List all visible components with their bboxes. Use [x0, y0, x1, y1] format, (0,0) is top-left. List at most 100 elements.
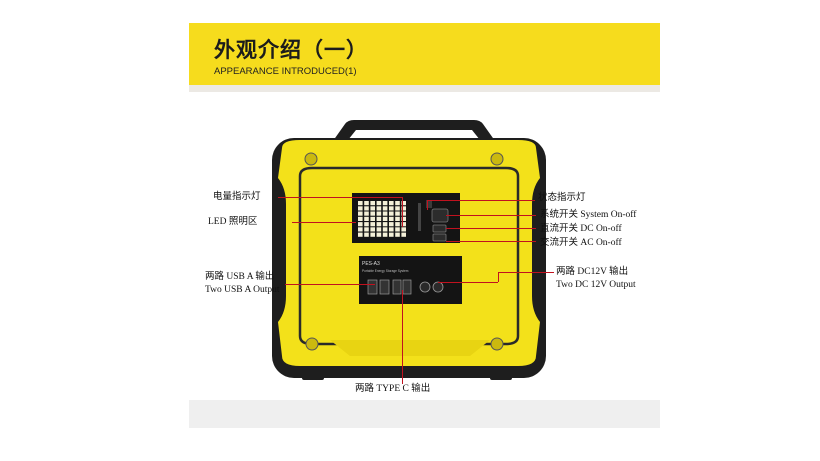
- led-cell: [370, 211, 375, 216]
- model-label: PES-A3: [362, 261, 380, 267]
- led-cell: [382, 222, 388, 227]
- callout-line-dc12v-top: [498, 272, 554, 273]
- label-usb-a-cn: 两路 USB A 输出: [205, 272, 275, 282]
- label-ac-switch: 交流开关 AC On-off: [540, 238, 622, 248]
- callout-line-battery: [278, 197, 402, 198]
- led-cell: [401, 216, 406, 221]
- led-cell: [395, 222, 400, 227]
- led-cell: [370, 206, 375, 211]
- dc12v-port-2: [432, 281, 444, 293]
- led-cell: [389, 206, 394, 211]
- led-cell: [382, 232, 388, 237]
- led-light-grid: [358, 201, 406, 237]
- dc12v-port-1: [419, 281, 431, 293]
- led-cell: [364, 206, 369, 211]
- led-cell: [358, 227, 363, 232]
- led-cell: [389, 216, 394, 221]
- led-cell: [376, 227, 382, 232]
- led-cell: [370, 201, 375, 206]
- callout-line-dc12v: [438, 282, 498, 283]
- led-cell: [364, 216, 369, 221]
- led-cell: [395, 206, 400, 211]
- label-dc12v-en: Two DC 12V Output: [556, 280, 636, 290]
- callout-line-system: [446, 215, 536, 216]
- led-cell: [395, 227, 400, 232]
- callout-line-type-c: [402, 290, 403, 384]
- header-divider: [189, 85, 660, 92]
- led-cell: [401, 211, 406, 216]
- led-cell: [370, 232, 375, 237]
- led-cell: [358, 201, 363, 206]
- led-cell: [382, 227, 388, 232]
- led-cell: [401, 201, 406, 206]
- screw-top-right: [490, 152, 504, 166]
- callout-line-dc12v-rise: [498, 272, 499, 282]
- label-status-indicator: 状态指示灯: [538, 193, 586, 203]
- page-title: 外观介绍（一）: [214, 38, 368, 62]
- label-usb-a-en: Two USB A Output: [205, 285, 280, 295]
- led-cell: [401, 222, 406, 227]
- led-cell: [358, 211, 363, 216]
- callout-line-status-drop: [427, 200, 428, 210]
- page-subtitle: APPEARANCE INTRODUCED(1): [214, 66, 357, 77]
- led-cell: [370, 216, 375, 221]
- led-cell: [389, 211, 394, 216]
- led-cell: [376, 211, 382, 216]
- dc-switch: [432, 224, 447, 233]
- model-sub-label: Portable Energy Storage System: [362, 269, 409, 273]
- led-cell: [358, 216, 363, 221]
- led-cell: [382, 201, 388, 206]
- yellow-shell: [278, 140, 540, 366]
- led-cell: [395, 201, 400, 206]
- led-cell: [401, 232, 406, 237]
- led-cell: [382, 206, 388, 211]
- type-c-port-1: [392, 279, 402, 295]
- carry-handle: [328, 120, 500, 150]
- callout-line-status: [427, 200, 535, 201]
- lower-bump: [330, 340, 490, 356]
- battery-indicator-bars: [418, 203, 421, 231]
- led-cell: [389, 201, 394, 206]
- callout-line-battery-drop: [402, 197, 403, 227]
- led-cell: [364, 201, 369, 206]
- label-dc12v-cn: 两路 DC12V 输出: [556, 267, 629, 277]
- callout-line-usb-a: [285, 284, 375, 285]
- status-indicator: [426, 200, 432, 208]
- led-cell: [395, 232, 400, 237]
- label-system-switch: 系统开关 System On-off: [540, 210, 637, 220]
- led-cell: [364, 222, 369, 227]
- led-cell: [382, 216, 388, 221]
- led-cell: [389, 222, 394, 227]
- led-cell: [376, 216, 382, 221]
- label-battery-indicator: 电量指示灯: [213, 192, 261, 202]
- led-cell: [358, 222, 363, 227]
- led-cell: [358, 232, 363, 237]
- led-cell: [389, 232, 394, 237]
- usb-a-port-2: [379, 279, 390, 295]
- label-led-area: LED 照明区: [208, 217, 258, 227]
- screw-top-left: [304, 152, 318, 166]
- usb-a-port-1: [367, 279, 378, 295]
- header-banner: [189, 23, 660, 85]
- footer-bar: [189, 400, 660, 428]
- led-cell: [376, 201, 382, 206]
- callout-line-led: [292, 222, 356, 223]
- led-cell: [401, 227, 406, 232]
- screw-bottom-right: [490, 337, 504, 351]
- led-cell: [364, 232, 369, 237]
- type-c-port-2: [402, 279, 412, 295]
- led-cell: [376, 232, 382, 237]
- screw-bottom-left: [305, 337, 319, 351]
- led-cell: [364, 227, 369, 232]
- led-cell: [395, 211, 400, 216]
- ac-switch: [432, 233, 447, 242]
- led-cell: [370, 227, 375, 232]
- led-cell: [376, 222, 382, 227]
- label-dc-switch: 直流开关 DC On-off: [540, 224, 622, 234]
- led-cell: [382, 211, 388, 216]
- inner-frame: [298, 166, 520, 346]
- led-cell: [389, 227, 394, 232]
- callout-line-ac: [446, 241, 536, 242]
- led-cell: [376, 206, 382, 211]
